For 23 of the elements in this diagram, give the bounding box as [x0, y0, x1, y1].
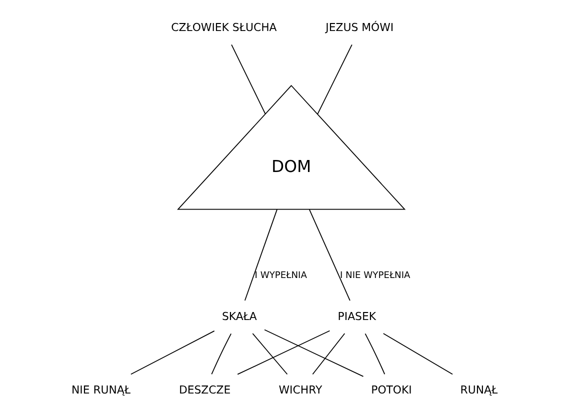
node-text: POTOKI [371, 384, 412, 397]
node-text: WICHRY [278, 384, 322, 397]
node-text: JEZUS MÓWI [326, 21, 394, 34]
connector [244, 209, 278, 301]
edge-label: I NIE WYPEŁNIA [340, 270, 410, 281]
connector [264, 329, 364, 377]
node-text: RUNĄŁ [460, 384, 498, 397]
node-text: DESZCZE [178, 384, 231, 397]
edge-label: I WYPEŁNIA [254, 270, 307, 281]
connector [308, 209, 350, 301]
connector [211, 333, 232, 375]
connector [382, 333, 453, 375]
node-text: SKAŁA [222, 310, 257, 323]
connector [130, 330, 215, 375]
node-text: CZŁOWIEK SŁUCHA [171, 21, 277, 34]
node-text: NIE RUNĄŁ [71, 384, 131, 397]
connector [252, 333, 288, 375]
node-text: PIASEK [338, 310, 376, 323]
connector [317, 44, 352, 115]
connector [231, 44, 266, 114]
connector [364, 333, 386, 375]
connector [237, 330, 330, 375]
connector [312, 333, 346, 375]
